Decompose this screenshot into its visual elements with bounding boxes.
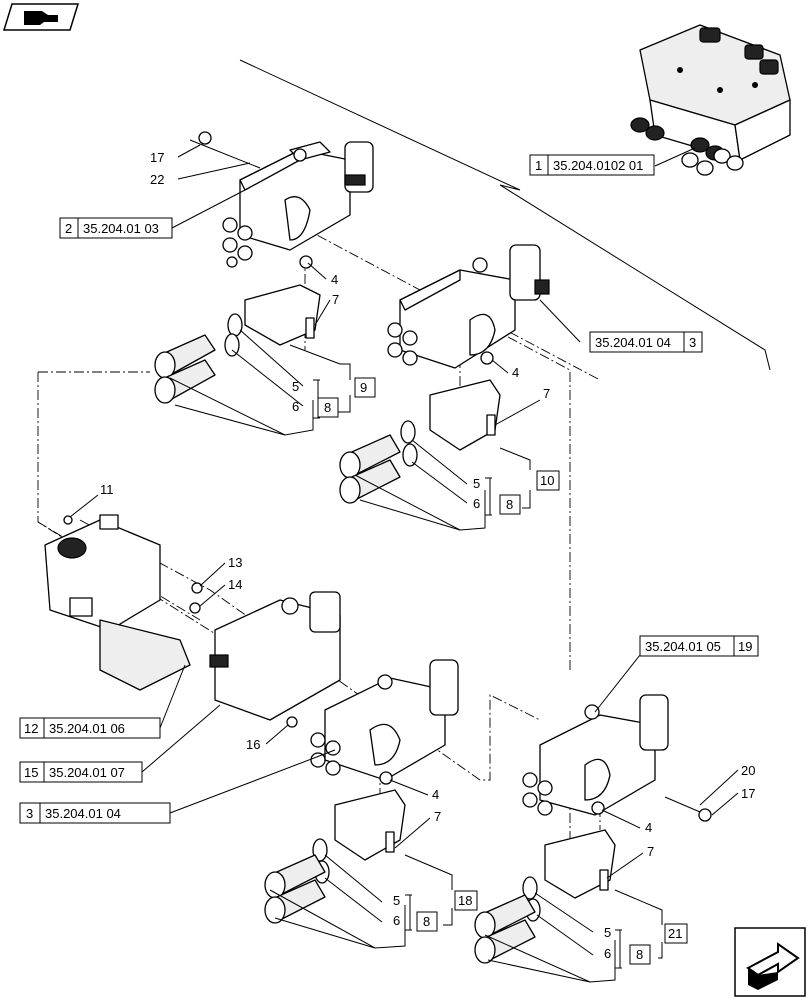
callout-17-bottom: 17 (741, 786, 755, 801)
boxed-8-a[interactable]: 8 (317, 397, 339, 418)
callout-7-a: 7 (332, 292, 339, 307)
valve-section-c (310, 659, 459, 781)
svg-text:35.204.01 03: 35.204.01 03 (83, 221, 159, 236)
svg-text:10: 10 (540, 473, 554, 488)
reference-19[interactable]: 35.204.01 05 19 (639, 635, 759, 657)
boxed-8-c[interactable]: 8 (416, 911, 438, 932)
callout-6-c: 6 (393, 913, 400, 928)
reference-2[interactable]: 2 35.204.01 03 (59, 217, 173, 239)
callout-7-d: 7 (647, 844, 654, 859)
callout-6-a: 6 (292, 399, 299, 414)
svg-text:9: 9 (360, 380, 367, 395)
reference-1[interactable]: 1 35.204.0102 01 (529, 154, 655, 176)
callout-4-a: 4 (331, 272, 338, 287)
callout-6-d: 6 (604, 946, 611, 961)
svg-text:8: 8 (636, 947, 643, 962)
callout-11: 11 (100, 482, 114, 497)
svg-text:35.204.01 04: 35.204.01 04 (595, 335, 671, 350)
callout-6-b: 6 (473, 496, 480, 511)
reference-12[interactable]: 12 35.204.01 06 (19, 717, 161, 739)
middle-section (209, 591, 341, 728)
reference-15[interactable]: 15 35.204.01 07 (19, 761, 143, 783)
callout-5-c: 5 (393, 893, 400, 908)
svg-text:35.204.01 07: 35.204.01 07 (49, 765, 125, 780)
boxed-10[interactable]: 10 (536, 470, 560, 491)
callout-22: 22 (150, 172, 164, 187)
svg-text:35.204.01 05: 35.204.01 05 (645, 639, 721, 654)
callout-7-b: 7 (543, 386, 550, 401)
svg-text:19: 19 (738, 639, 752, 654)
callout-numbers: 17 22 4 7 5 6 4 7 5 6 11 13 14 16 4 7 5 … (100, 150, 755, 961)
callout-17-top: 17 (150, 150, 164, 165)
callout-4-d: 4 (645, 820, 652, 835)
callout-5-a: 5 (292, 379, 299, 394)
callout-20: 20 (741, 763, 755, 778)
callout-13: 13 (228, 555, 242, 570)
bracket-fittings-18 (264, 771, 406, 924)
reference-3-bottom[interactable]: 3 35.204.01 04 (19, 802, 171, 824)
callout-4-c: 4 (432, 787, 439, 802)
bracket-fittings-10 (339, 351, 501, 504)
valve-section-a (189, 131, 374, 268)
boxed-21[interactable]: 21 (664, 923, 688, 944)
svg-text:3: 3 (26, 806, 33, 821)
callout-7-c: 7 (434, 809, 441, 824)
svg-text:21: 21 (668, 926, 682, 941)
boxed-18[interactable]: 18 (454, 890, 478, 911)
boxed-callouts: 9 8 10 8 18 8 21 8 (317, 377, 688, 965)
valve-section-d (522, 694, 712, 822)
valve-section-b (387, 244, 550, 369)
callout-14: 14 (228, 577, 242, 592)
svg-text:35.204.01 06: 35.204.01 06 (49, 721, 125, 736)
svg-text:8: 8 (324, 400, 331, 415)
svg-text:15: 15 (24, 765, 38, 780)
callout-5-d: 5 (604, 925, 611, 940)
boxed-8-d[interactable]: 8 (629, 944, 651, 965)
svg-text:35.204.0102 01: 35.204.0102 01 (553, 158, 643, 173)
svg-text:12: 12 (24, 721, 38, 736)
bracket-fittings-21 (474, 801, 616, 964)
reference-labels: 1 35.204.0102 01 2 35.204.01 03 35.204.0… (19, 154, 759, 824)
svg-text:2: 2 (65, 221, 72, 236)
callout-5-b: 5 (473, 476, 480, 491)
book-hand-icon[interactable] (2, 3, 80, 31)
callout-16: 16 (246, 737, 260, 752)
boxed-9[interactable]: 9 (354, 377, 376, 398)
boxed-8-b[interactable]: 8 (499, 494, 521, 515)
svg-text:3: 3 (689, 335, 696, 350)
svg-text:8: 8 (423, 914, 430, 929)
svg-text:18: 18 (458, 893, 472, 908)
complete-valve-assembly (630, 24, 791, 176)
svg-text:35.204.01 04: 35.204.01 04 (45, 806, 121, 821)
reference-3-top[interactable]: 35.204.01 04 3 (589, 331, 703, 353)
leader-lines (69, 144, 739, 983)
inlet-section (44, 514, 203, 691)
svg-text:1: 1 (535, 158, 542, 173)
svg-text:8: 8 (506, 497, 513, 512)
next-page-arrow-icon[interactable] (734, 927, 806, 997)
bracket-fittings-9 (154, 255, 321, 404)
callout-4-b: 4 (512, 365, 519, 380)
